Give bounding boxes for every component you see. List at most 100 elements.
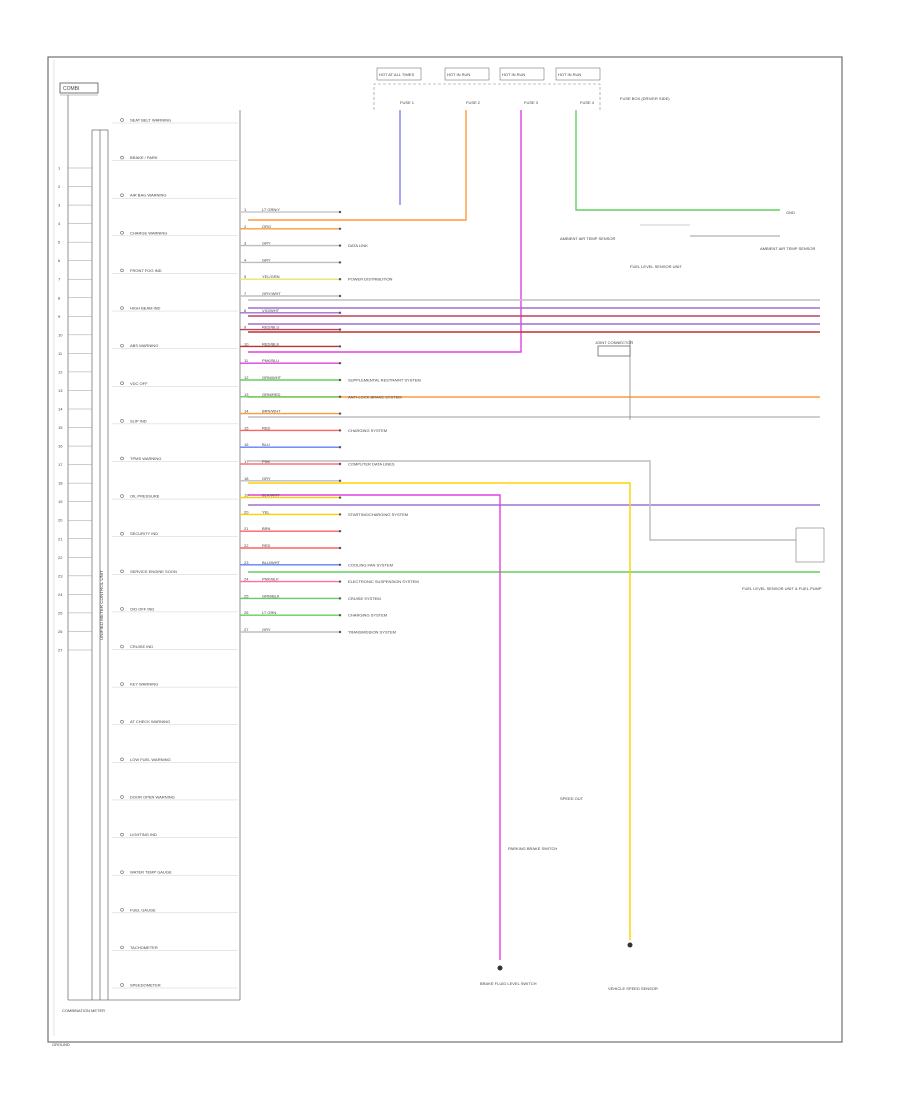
wire-pin: 17 xyxy=(244,459,249,464)
wire-pin: 25 xyxy=(244,593,249,598)
pin-number: 27 xyxy=(58,648,63,653)
svg-text:JOINT CONNECTOR: JOINT CONNECTOR xyxy=(595,340,633,345)
svg-text:FUSE 3: FUSE 3 xyxy=(524,100,539,105)
wire-color: GRN/RED xyxy=(262,392,281,397)
pin-item: 4 xyxy=(58,221,92,226)
wire-destination: ANTI-LOCK BRAKE SYSTEM xyxy=(348,394,402,399)
pin-number: 18 xyxy=(58,481,63,486)
indicator-label: OIL PRESSURE xyxy=(130,494,160,499)
wire-pin: 1 xyxy=(244,207,247,212)
pin-item: 21 xyxy=(58,536,92,541)
wire-color: BLU xyxy=(262,442,270,447)
badge-box xyxy=(59,82,99,94)
indicator-item: O/D OFF IND xyxy=(112,606,238,613)
pin-item: 5 xyxy=(58,240,92,245)
wire-destination: TRANSMISSION SYSTEM xyxy=(348,630,396,635)
pin-item: 20 xyxy=(58,518,92,523)
footer-label: GROUND xyxy=(52,1042,70,1047)
indicator-label: DOOR OPEN WARNING xyxy=(130,794,175,799)
cluster-vertical-label: UNIFIED METER CONTROL UNIT xyxy=(99,570,104,640)
pin-item: 16 xyxy=(58,444,92,449)
pin-item: 3 xyxy=(58,203,92,208)
pin-number: 11 xyxy=(58,351,63,356)
indicator-label: FUEL GAUGE xyxy=(130,907,156,912)
wire-pin: 13 xyxy=(244,392,249,397)
pin-number: 26 xyxy=(58,629,63,634)
pin-number: 22 xyxy=(58,555,63,560)
pin-number: 20 xyxy=(58,518,63,523)
wire-color: GRY xyxy=(262,257,271,262)
bottom-components: BRAKE FLUID LEVEL SWITCH PARKING BRAKE S… xyxy=(480,796,658,991)
wire-destination: ELECTRONIC SUSPENSION SYSTEM xyxy=(348,579,419,584)
indicator-item: AT CHECK WARNING xyxy=(112,719,238,725)
wire-pin: 23 xyxy=(244,560,249,565)
svg-text:AMBIENT AIR TEMP SENSOR: AMBIENT AIR TEMP SENSOR xyxy=(760,246,815,251)
wire-row: 13 GRN/RED ANTI-LOCK BRAKE SYSTEM xyxy=(240,392,402,399)
wire-pin: 20 xyxy=(244,509,249,514)
indicator-label: TACHOMETER xyxy=(130,945,158,950)
wire-color: RED xyxy=(262,543,271,548)
wire-color: BRN/WHT xyxy=(262,409,281,414)
pin-number: 10 xyxy=(58,332,63,337)
wire-color: BLU/WHT xyxy=(262,560,281,565)
pin-number: 9 xyxy=(58,314,61,319)
svg-text:BRAKE FLUID LEVEL SWITCH: BRAKE FLUID LEVEL SWITCH xyxy=(480,981,537,986)
wire-destination: POWER DISTRIBUTION xyxy=(348,277,393,282)
wire-pin: 5 xyxy=(244,274,247,279)
indicator-item: AIR BAG WARNING xyxy=(112,193,238,199)
indicator-item: WATER TEMP GAUGE xyxy=(112,870,238,876)
fuse-feeds xyxy=(248,110,780,353)
pin-number: 3 xyxy=(58,203,61,208)
pin-number: 25 xyxy=(58,610,63,615)
indicator-label: O/D OFF IND xyxy=(130,606,154,611)
cluster-title: COMBINATION METER xyxy=(62,1008,105,1013)
indicator-item: SECURITY IND xyxy=(112,531,238,537)
pin-item: 25 xyxy=(58,610,92,615)
indicator-label: AT CHECK WARNING xyxy=(130,719,170,724)
wire-pin: 2 xyxy=(244,224,247,229)
svg-text:PARKING BRAKE SWITCH: PARKING BRAKE SWITCH xyxy=(508,846,557,851)
wire-color: GRY/WHT xyxy=(262,291,281,296)
svg-text:VEHICLE SPEED SENSOR: VEHICLE SPEED SENSOR xyxy=(608,986,658,991)
indicator-item: OIL PRESSURE xyxy=(112,494,238,500)
svg-text:HOT IN RUN: HOT IN RUN xyxy=(558,72,581,77)
wire-pin: 16 xyxy=(244,442,249,447)
svg-text:HOT AT ALL TIMES: HOT AT ALL TIMES xyxy=(379,72,414,77)
fuel-tank-box xyxy=(795,527,825,563)
pin-item: 9 xyxy=(58,314,92,319)
pin-item: 23 xyxy=(58,573,92,578)
pin-item: 18 xyxy=(58,481,92,486)
wire-color: GRY xyxy=(262,476,271,481)
indicator-item: ABS WARNING xyxy=(112,343,238,349)
wire-destination: SUPPLEMENTAL RESTRAINT SYSTEM xyxy=(348,378,421,383)
wire-pin: 26 xyxy=(244,610,249,615)
wire-color: GRY xyxy=(262,241,271,246)
pin-item: 10 xyxy=(58,332,92,337)
pin-item: 2 xyxy=(58,184,92,189)
pin-item: 8 xyxy=(58,295,92,300)
pin-number: 16 xyxy=(58,444,63,449)
pin-item: 24 xyxy=(58,592,92,597)
wire-destination: COMPUTER DATA LINES xyxy=(348,462,395,467)
right-components: GND AMBIENT AIR TEMP SENSOR AMBIENT AIR … xyxy=(560,210,825,591)
pin-number: 4 xyxy=(58,221,61,226)
indicator-label: SERVICE ENGINE SOON xyxy=(130,569,177,574)
indicator-item: HIGH BEAM IND xyxy=(112,306,238,312)
wire-pin: 18 xyxy=(244,476,249,481)
indicator-label: KEY WARNING xyxy=(130,682,158,687)
indicator-item: FUEL GAUGE xyxy=(112,907,238,914)
indicator-item: KEY WARNING xyxy=(112,682,238,688)
pin-number: 24 xyxy=(58,592,63,597)
wire-destination: STARTING/CHARGING SYSTEM xyxy=(348,512,408,517)
indicator-item: FRONT FOG IND xyxy=(112,268,238,274)
power-sources: HOT AT ALL TIMES HOT IN RUN HOT IN RUN H… xyxy=(373,67,670,110)
